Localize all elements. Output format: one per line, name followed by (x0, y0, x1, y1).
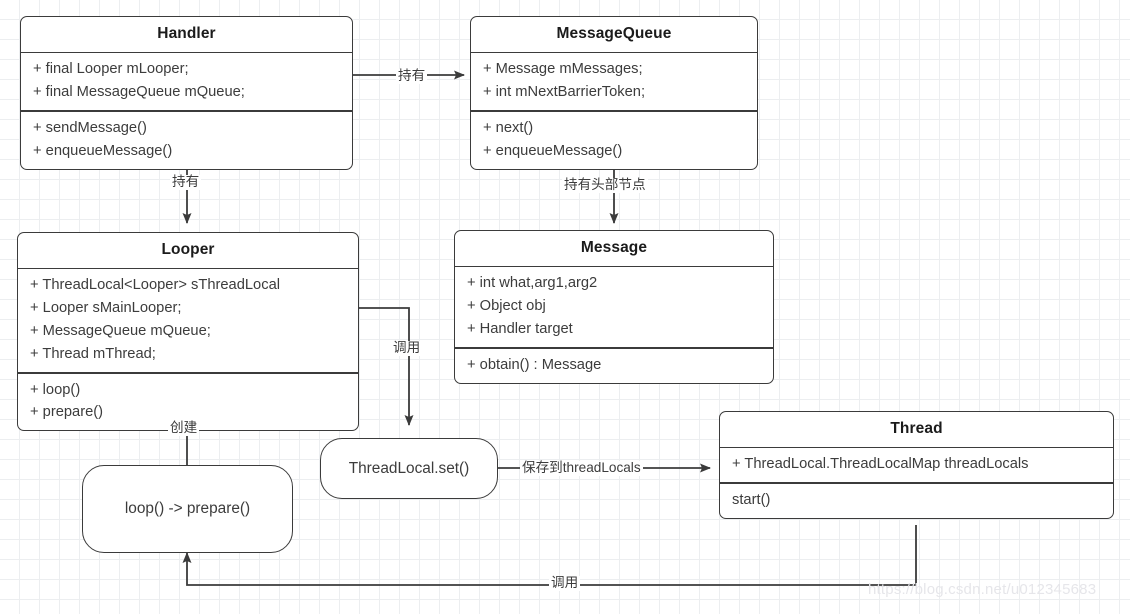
class-box-handler[interactable]: Handler + final Looper mLooper; + final … (20, 16, 353, 170)
class-attribute: + Message mMessages; (483, 61, 643, 78)
divider (18, 371, 358, 374)
class-attributes-messagequeue: + Message mMessages; + int mNextBarrierT… (471, 53, 757, 110)
class-attribute: + Object obj (467, 298, 546, 315)
edge-label-thread-to-loopprepare: 调用 (549, 575, 581, 591)
class-title-messagequeue: MessageQueue (556, 25, 672, 42)
class-methods-handler: + sendMessage() + enqueueMessage() (21, 112, 352, 169)
divider (21, 110, 352, 112)
class-method: + enqueueMessage() (483, 142, 623, 159)
node-loop-prepare-label: loop() -> prepare() (124, 500, 251, 517)
class-box-messagequeue[interactable]: MessageQueue + Message mMessages; + int … (470, 16, 758, 170)
edge-label-handler-to-looper: 持有 (170, 174, 202, 190)
class-attribute: + final Looper mLooper; (33, 61, 189, 78)
class-attribute: + final MessageQueue mQueue; (33, 84, 245, 101)
class-title-thread: Thread (890, 420, 943, 437)
edge-label-loopprepare-to-looper: 创建 (168, 420, 200, 436)
class-title-looper: Looper (161, 241, 215, 258)
divider (21, 51, 352, 54)
edge-label-handler-to-messagequeue: 持有 (396, 68, 428, 84)
class-attributes-handler: + final Looper mLooper; + final MessageQ… (21, 53, 352, 110)
divider (471, 110, 757, 112)
class-attributes-thread: + ThreadLocal.ThreadLocalMap threadLocal… (720, 448, 1113, 482)
divider (720, 446, 1113, 449)
class-methods-message: + obtain() : Message (455, 349, 773, 383)
divider (720, 482, 1113, 484)
class-method: + loop() (30, 381, 81, 398)
divider (455, 347, 773, 349)
edge-label-looper-to-threadlocalset: 调用 (391, 340, 423, 356)
class-attribute: + int what,arg1,arg2 (467, 275, 598, 292)
class-methods-thread: start() (720, 484, 1113, 518)
edge-looper-to-threadlocalset (359, 307, 414, 426)
class-box-thread[interactable]: Thread + ThreadLocal.ThreadLocalMap thre… (719, 411, 1114, 519)
class-attribute: + Looper sMainLooper; (30, 300, 182, 317)
node-loop-prepare[interactable]: loop() -> prepare() (82, 465, 293, 553)
class-box-looper[interactable]: Looper + ThreadLocal<Looper> sThreadLoca… (17, 232, 359, 432)
node-threadlocal-set[interactable]: ThreadLocal.set() (320, 438, 498, 499)
class-method: + prepare() (30, 404, 104, 421)
class-title-message: Message (580, 239, 648, 256)
class-attribute: + Handler target (467, 321, 573, 338)
class-attributes-message: + int what,arg1,arg2 + Object obj + Hand… (455, 267, 773, 347)
class-method: + sendMessage() (33, 119, 147, 136)
class-title-handler: Handler (157, 25, 216, 42)
class-method: + obtain() : Message (467, 356, 602, 373)
class-methods-looper: + loop() + prepare() (18, 374, 358, 431)
class-attribute: + MessageQueue mQueue; (30, 323, 211, 340)
class-box-message[interactable]: Message + int what,arg1,arg2 + Object ob… (454, 230, 774, 384)
watermark-text: https://blog.csdn.net/u012345683 (868, 581, 1097, 598)
divider (18, 267, 358, 270)
class-methods-messagequeue: + next() + enqueueMessage() (471, 112, 757, 169)
class-attribute: + int mNextBarrierToken; (483, 84, 646, 101)
edge-label-messagequeue-to-message: 持有头部节点 (562, 177, 648, 193)
edge-label-threadlocalset-to-thread: 保存到threadLocals (520, 460, 643, 476)
class-method: start() (732, 491, 771, 508)
divider (471, 51, 757, 54)
class-attribute: + ThreadLocal.ThreadLocalMap threadLocal… (732, 456, 1029, 473)
class-attribute: + Thread mThread; (30, 346, 156, 363)
divider (455, 265, 773, 268)
node-threadlocal-set-label: ThreadLocal.set() (348, 459, 470, 477)
class-method: + next() (483, 119, 534, 136)
class-method: + enqueueMessage() (33, 142, 173, 159)
class-attribute: + ThreadLocal<Looper> sThreadLocal (30, 277, 281, 294)
class-attributes-looper: + ThreadLocal<Looper> sThreadLocal + Loo… (18, 269, 358, 372)
